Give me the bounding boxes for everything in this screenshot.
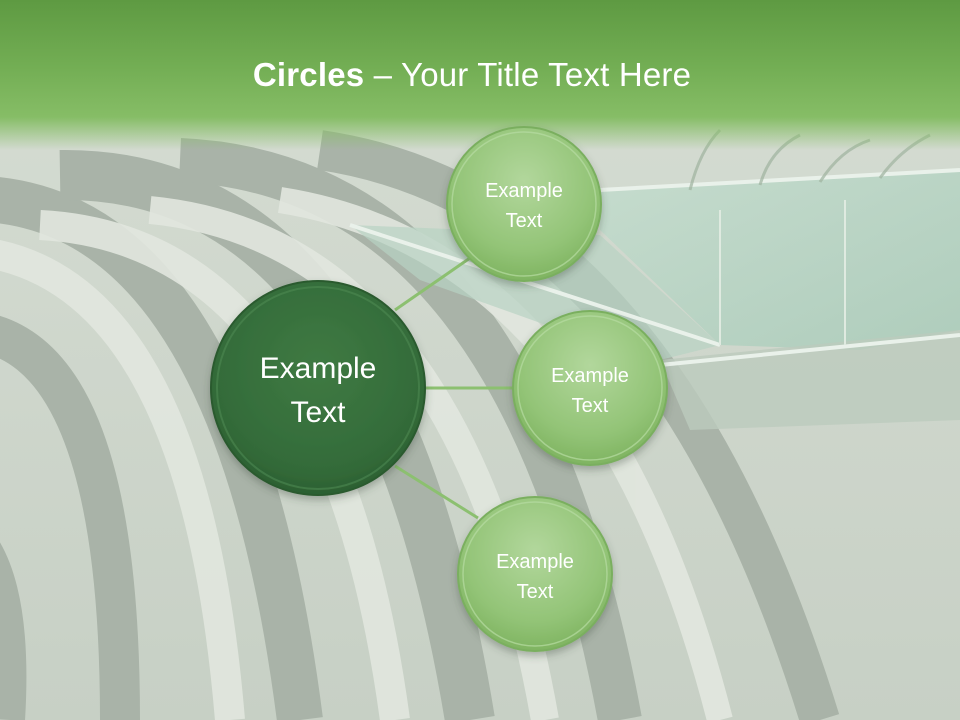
satellite-2-line2: Text xyxy=(572,395,609,417)
center-circle: Example Text xyxy=(210,280,426,496)
satellite-circle-2: Example Text xyxy=(512,310,668,466)
title-rest-part: – Your Title Text Here xyxy=(364,56,692,93)
satellite-1-line2: Text xyxy=(506,210,543,232)
title-bold-part: Circles xyxy=(252,56,365,93)
satellite-3-line1: Example xyxy=(496,551,574,573)
connector-3 xyxy=(394,464,479,520)
connector-1 xyxy=(394,256,471,312)
satellite-1-line1: Example xyxy=(485,180,563,202)
slide-title: Circles – Your Title Text Here xyxy=(0,55,944,95)
satellite-2-line1: Example xyxy=(551,365,629,387)
title-banner xyxy=(0,0,960,150)
satellite-circle-1: Example Text xyxy=(446,126,602,282)
center-label-line1: Example xyxy=(260,352,377,385)
satellite-circle-3: Example Text xyxy=(457,496,613,652)
center-label-line2: Text xyxy=(290,396,346,429)
satellite-3-line2: Text xyxy=(517,581,554,603)
